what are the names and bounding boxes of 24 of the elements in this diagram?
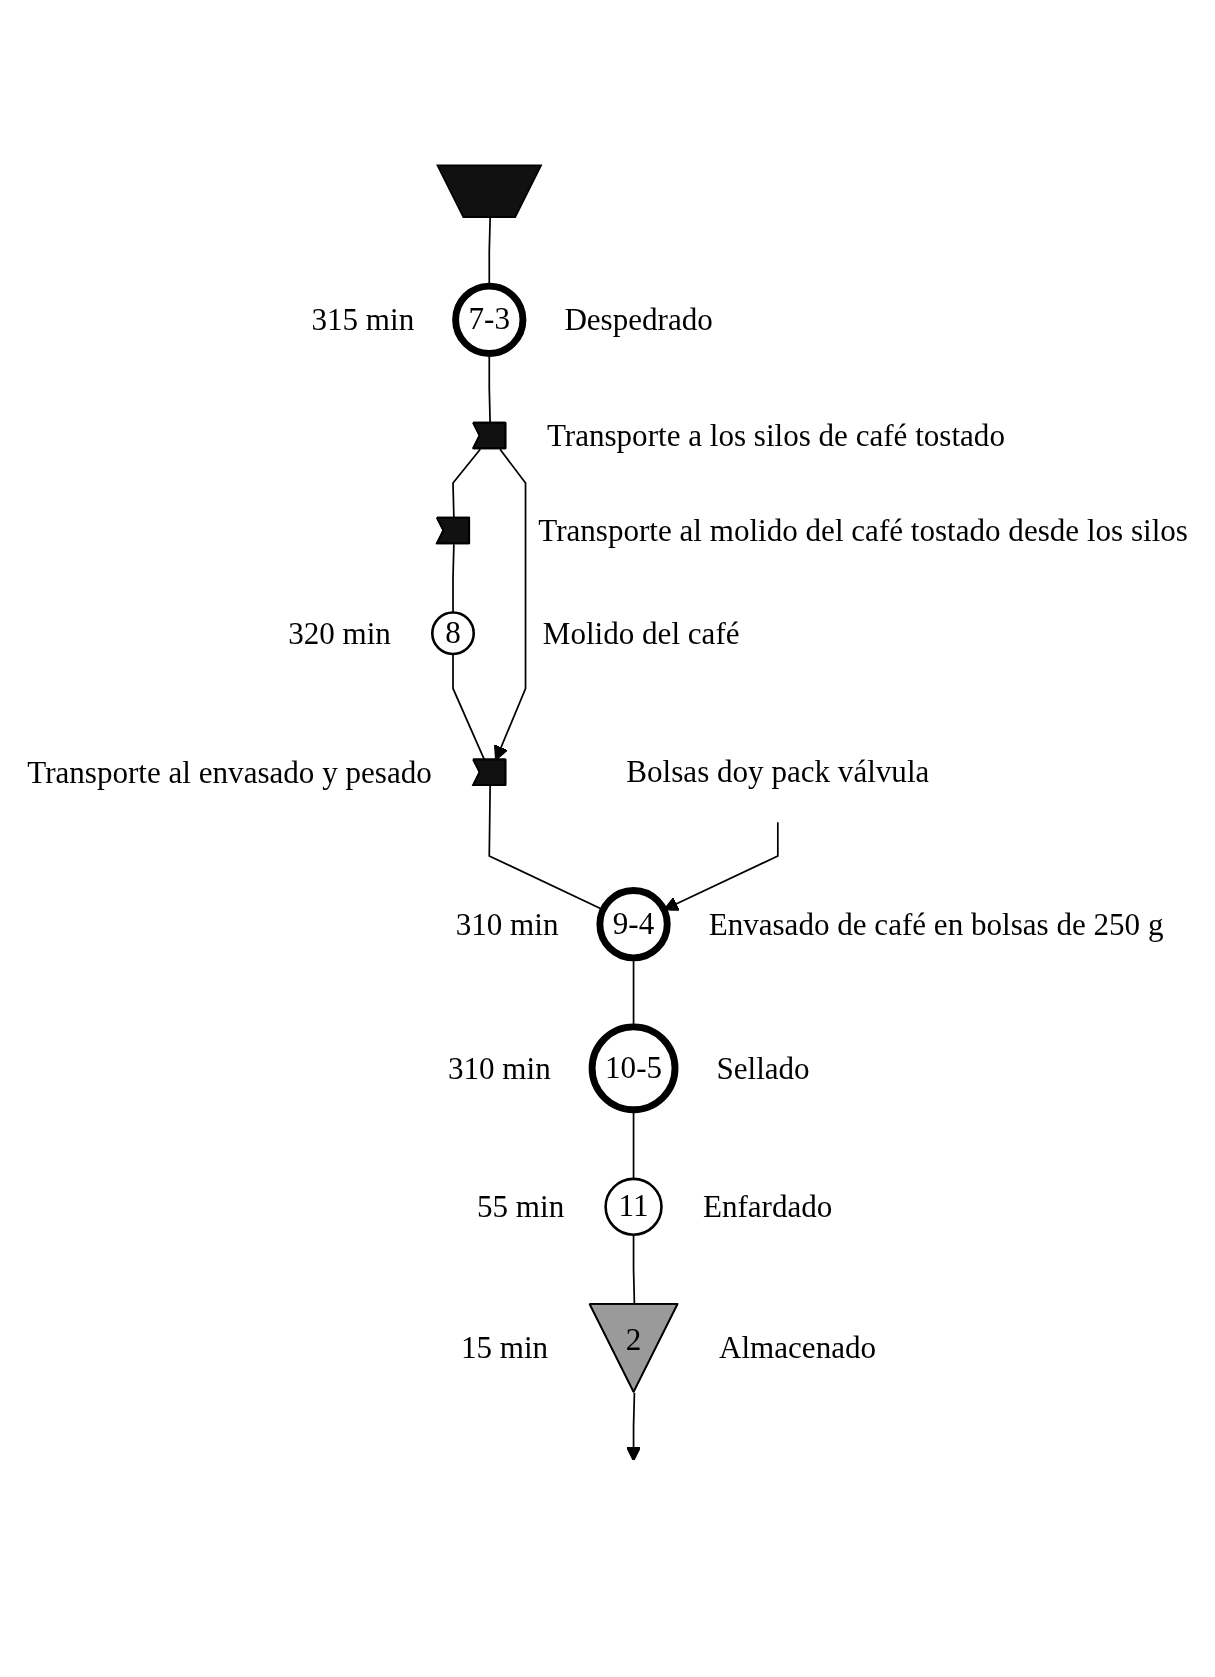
arrow (625, 1391, 642, 1462)
node-circle: 9-4 (596, 886, 671, 961)
time-label: 15 min (460, 1329, 549, 1365)
node-circle: 10-5 (588, 1022, 679, 1113)
step-description: Transporte a los silos de café tostado (546, 417, 1005, 453)
step-description: Molido del café (542, 615, 740, 651)
node-text: Bolsas doy pack válvula (626, 753, 930, 789)
time-label: 320 min (288, 615, 391, 651)
node-circle: 8 (431, 610, 476, 655)
time-label: 55 min (477, 1188, 565, 1224)
time-label: 310 min (447, 1050, 551, 1086)
node-circle: 11 (604, 1177, 663, 1236)
node-circle: 7-3 (452, 282, 527, 357)
connector (452, 542, 455, 613)
step-description: Transporte al envasado y pesado (27, 754, 432, 790)
step-description: Sellado (716, 1050, 810, 1086)
node-pentagon (436, 163, 543, 218)
step-description: Despedrado (564, 301, 713, 337)
step-description: Enfardado (702, 1188, 833, 1224)
step-description: Envasado de café en bolsas de 250 g (708, 906, 1164, 942)
time-label: 310 min (455, 906, 559, 942)
step-description: Transporte al molido del café tostado desde los silos (538, 512, 1188, 548)
time-label: 315 min (311, 301, 415, 337)
step-description: Almacenado (719, 1329, 877, 1365)
